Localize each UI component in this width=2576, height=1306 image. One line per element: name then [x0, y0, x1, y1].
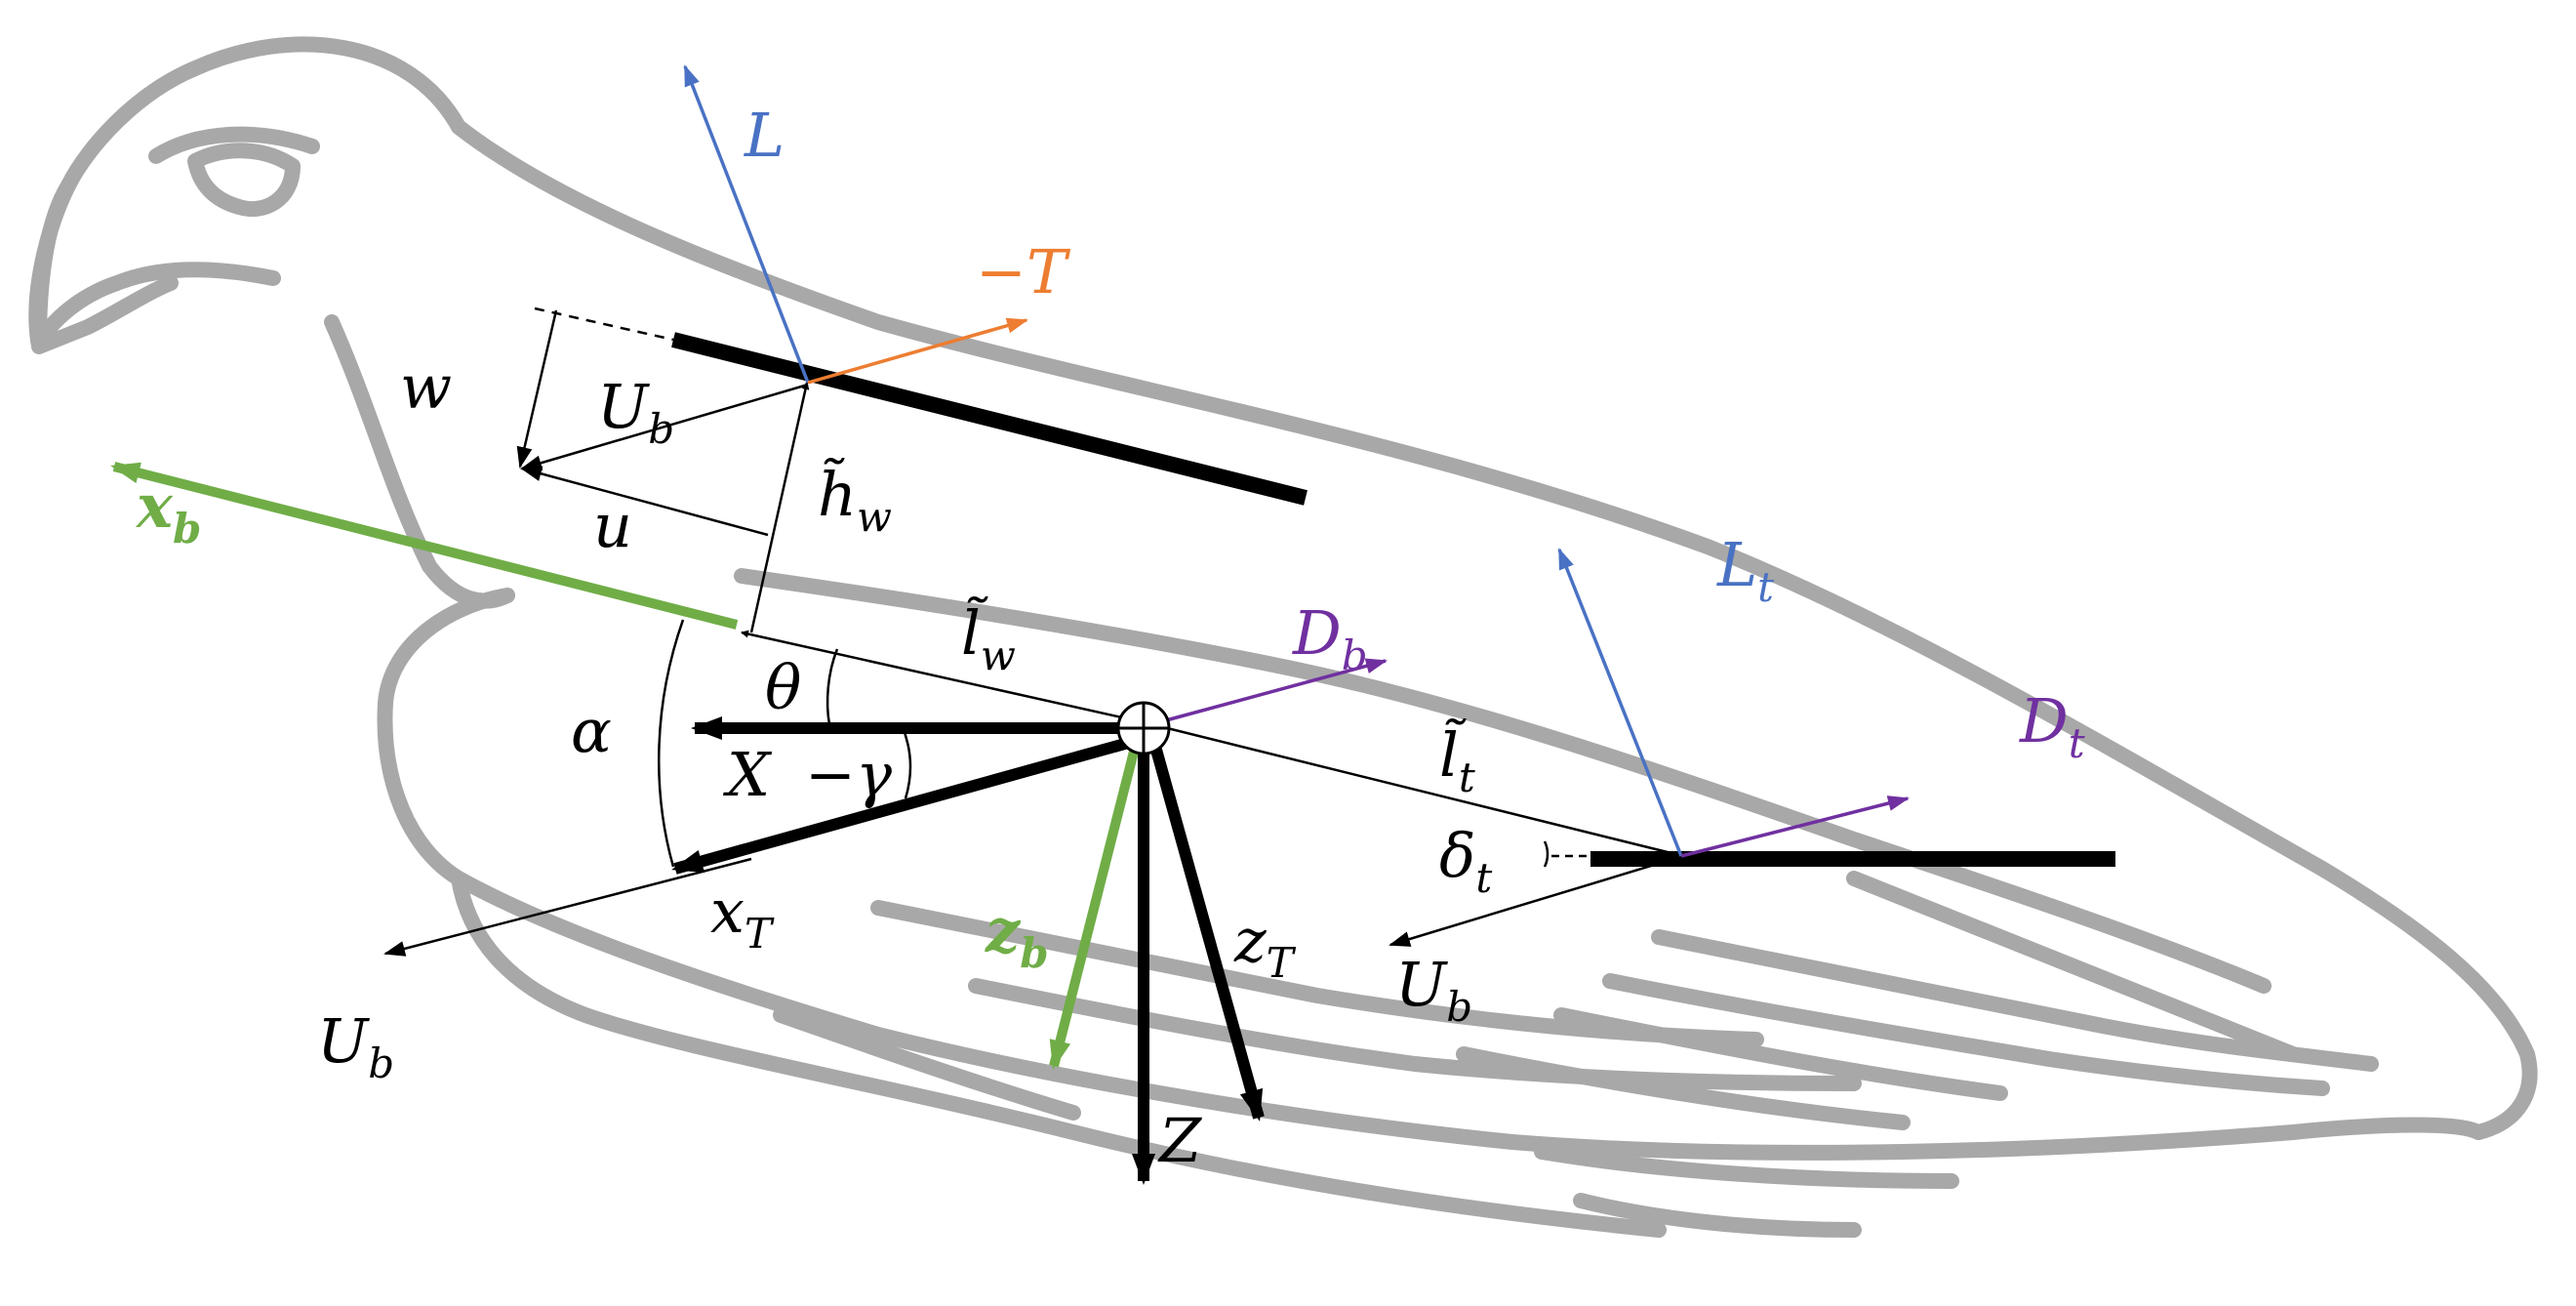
gamma-arc: [901, 726, 912, 799]
thrust-vector: [807, 317, 1028, 385]
feather-6: [1456, 1046, 1911, 1130]
feather-2: [968, 978, 1862, 1091]
label-z-T: zT: [1233, 905, 1297, 987]
label-D-t: Dt: [2019, 685, 2085, 767]
label-minus-gamma: −γ: [805, 739, 893, 810]
w-dashed-ref: [534, 306, 674, 342]
z-T-axis: [1150, 748, 1265, 1122]
U-b-left-vector: [383, 857, 752, 957]
delta-t-arc: [1543, 840, 1550, 868]
feather-9: [773, 1007, 1081, 1121]
labels: L −T w Ub h̃w u xb l̃w Db θ α X −γ xT Ub…: [135, 100, 2085, 1176]
u-vector: [520, 466, 769, 537]
bird-silhouette: [28, 36, 2538, 1238]
label-l-t: l̃t: [1439, 718, 1475, 801]
inertial-axes: [671, 716, 1265, 1185]
alpha-arc: [658, 619, 685, 868]
label-delta-t: δt: [1439, 820, 1492, 902]
x-b-axis: [110, 462, 739, 630]
bird-inner-wing: [1846, 871, 2301, 1062]
body-drag-vector: [1165, 658, 1388, 722]
label-Z: Z: [1157, 1105, 1202, 1176]
l-w-line: [741, 630, 1145, 724]
h-w-line: [749, 382, 810, 633]
bird-wing-top: [734, 568, 2272, 994]
label-U-b-right: Ub: [1395, 949, 1472, 1031]
bird-brow: [148, 126, 320, 164]
theta-arc: [825, 648, 839, 725]
U-b-right-vector: [1389, 854, 1684, 947]
label-x-T: xT: [710, 876, 775, 958]
label-L: L: [744, 100, 785, 171]
bird-eye: [187, 143, 301, 218]
label-U-b-left: Ub: [317, 1005, 394, 1087]
feather-7: [1534, 1144, 1959, 1189]
label-X: X: [723, 739, 773, 810]
w-vector: [516, 309, 558, 469]
x-T-axis: [671, 736, 1134, 875]
bird-wing-outline: [377, 588, 2486, 1161]
feather-5: [1553, 1007, 2008, 1101]
wing-plate: [671, 332, 1308, 506]
z-b-axis: [1049, 750, 1139, 1070]
center-of-gravity-symbol: [1116, 701, 1171, 755]
lift-vector: [683, 64, 810, 384]
label-x-b: xb: [135, 470, 201, 552]
bird-head-outline: [31, 36, 466, 349]
U-b-top-vector: [520, 383, 809, 471]
bird-beak: [28, 178, 179, 354]
label-z-b: zb: [985, 895, 1049, 977]
geometry-lines: [383, 306, 1684, 957]
label-L-t: Lt: [1716, 529, 1774, 611]
feather-8: [1573, 1193, 1862, 1238]
tail-drag-vector: [1680, 796, 1910, 858]
label-w: w: [400, 351, 452, 423]
force-vectors: [683, 64, 1910, 858]
l-t-line: [1143, 720, 1684, 858]
label-U-b-top: Ub: [597, 371, 674, 453]
feather-4: [1602, 973, 2330, 1096]
label-alpha: α: [571, 695, 612, 766]
label-theta: θ: [765, 652, 801, 723]
bird-lower-belly: [451, 871, 1667, 1238]
tail-lift-vector: [1557, 548, 1683, 857]
label-u: u: [593, 490, 632, 561]
label-D-b: Db: [1292, 597, 1368, 679]
bird-back-outline: [451, 119, 2538, 1140]
body-axes: [110, 462, 1139, 1070]
label-h-w: h̃w: [818, 458, 892, 541]
label-minus-T: −T: [976, 236, 1071, 307]
